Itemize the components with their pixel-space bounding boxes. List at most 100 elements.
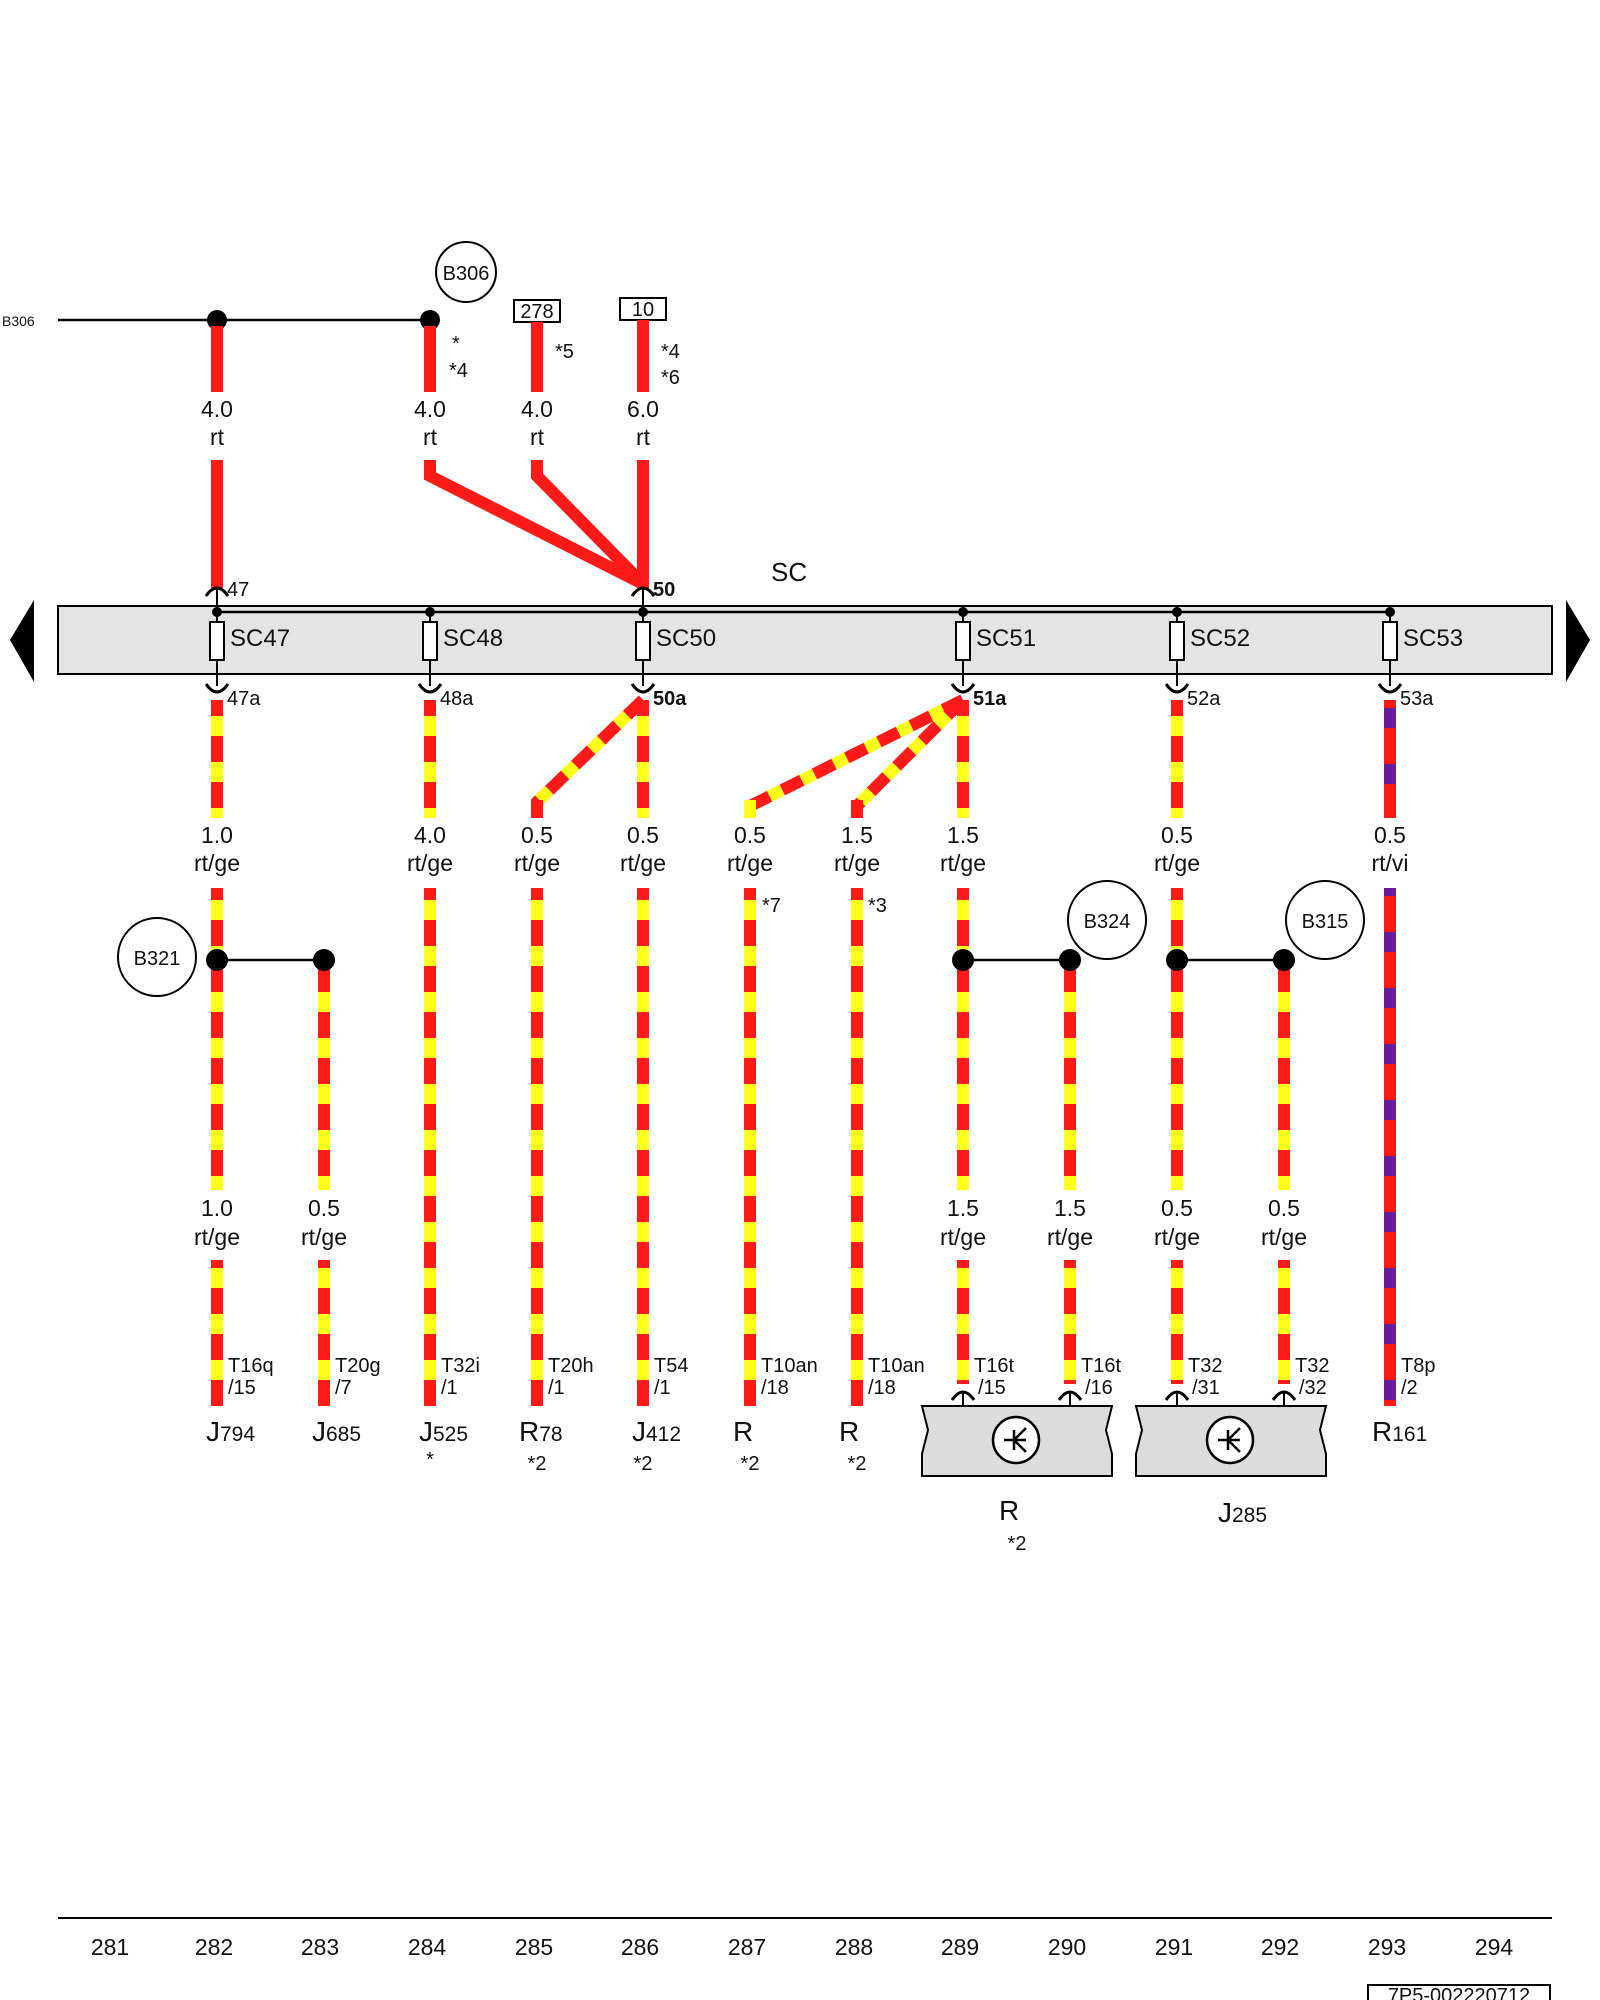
wire-color-label: rt/ge	[194, 1224, 240, 1250]
wire-segment	[424, 700, 436, 818]
connector-pin: /1	[548, 1377, 565, 1399]
wire-segment	[1171, 1260, 1183, 1384]
wire-size-label: 1.5	[1054, 1195, 1086, 1221]
connector-pin: /18	[868, 1377, 896, 1399]
wire-size-label: 4.0	[414, 396, 446, 422]
wire-size-label: 0.5	[1161, 1195, 1193, 1221]
wire-size-label: 1.5	[947, 1195, 979, 1221]
connector-pin: /32	[1299, 1377, 1327, 1399]
connector-pin: /18	[761, 1377, 789, 1399]
pin-label: 47	[227, 579, 249, 601]
component-number: 794	[220, 1423, 255, 1446]
wire-color-label: rt/ge	[727, 850, 773, 876]
component-note: *2	[634, 1453, 653, 1475]
wire-color-label: rt/ge	[301, 1224, 347, 1250]
scale-number: 293	[1368, 1934, 1406, 1960]
component-letter: J	[419, 1416, 433, 1447]
wire-size-label: 0.5	[308, 1195, 340, 1221]
fuse-icon	[635, 621, 651, 661]
component-r: R	[733, 1416, 753, 1447]
component-letter: R	[1372, 1416, 1392, 1447]
scale-number: 283	[301, 1934, 339, 1960]
junction-dot	[206, 949, 228, 971]
fuse-sc50: SC50	[635, 607, 716, 686]
wire-segment	[747, 694, 966, 812]
junction-dot	[212, 607, 222, 617]
fuse-sc53: SC53	[1382, 607, 1463, 686]
fuse-icon	[209, 621, 225, 661]
junction-dot	[425, 607, 435, 617]
wire-size-label: 0.5	[1268, 1195, 1300, 1221]
junction-dot	[958, 607, 968, 617]
scale-number: 289	[941, 1934, 979, 1960]
wire-segment	[851, 800, 863, 818]
top-feed-section: B306 B306 278 10 * *4 *5 *4 *6 4.0 rt 4.…	[2, 241, 680, 590]
bottom-pins: 47a 48a 50a 51a 52a 53a	[204, 683, 1434, 710]
component-note: *2	[741, 1453, 760, 1475]
wire-segment	[211, 1260, 223, 1406]
wire-note: *4	[661, 341, 680, 363]
fuse-sc47: SC47	[209, 607, 290, 686]
bus-label: SC	[771, 557, 807, 587]
wire-note: *6	[661, 367, 680, 389]
junction-dot	[1166, 949, 1188, 971]
scale-number: 286	[621, 1934, 659, 1960]
component-j525: J525	[419, 1416, 468, 1447]
component-r: R	[839, 1416, 859, 1447]
component-letter: R	[519, 1416, 539, 1447]
wire-segment	[1064, 1260, 1076, 1384]
pin-hook-icon	[630, 683, 656, 694]
splice-b324-circle	[1067, 880, 1147, 960]
pin-label: 51a	[973, 688, 1007, 710]
wire-size-label: 1.5	[841, 822, 873, 848]
fuse-icon	[422, 621, 438, 661]
wire-segment	[852, 695, 968, 811]
wire-segment	[957, 888, 969, 1190]
wire-segment	[1278, 1260, 1290, 1384]
wire-size-label: 4.0	[201, 396, 233, 422]
scale-number: 291	[1155, 1934, 1193, 1960]
continue-left-arrow-icon	[10, 600, 34, 682]
wire-size-label: 0.5	[627, 822, 659, 848]
fuse-label: SC50	[656, 625, 716, 652]
junction-dot	[952, 949, 974, 971]
pin-label: 50a	[653, 688, 687, 710]
connector-labels: T16q /15 T20g /7 T32i /1 T20h /1 T54 /1 …	[228, 1355, 1435, 1399]
wire-segment	[532, 695, 648, 807]
pin-hook-icon	[417, 683, 443, 694]
branch-wires-middle: *7 *3 B321 B324 B315	[117, 880, 1396, 1406]
fuse-bus: SC 47 50 SC47 SC48 SC50	[10, 557, 1590, 710]
wire-segment	[318, 960, 330, 1190]
pin-label: 53a	[1400, 688, 1434, 710]
wire-note: *	[452, 333, 460, 355]
junction-dot	[1385, 607, 1395, 617]
wire-color-label: rt/ge	[514, 850, 560, 876]
component-j412: J412	[632, 1416, 681, 1447]
wire-color-label: rt/ge	[1154, 850, 1200, 876]
wire-segment	[1384, 888, 1396, 1406]
wire-segment	[637, 700, 649, 818]
wire-size-label: 0.5	[734, 822, 766, 848]
connector-name: T32i	[441, 1355, 480, 1377]
pin-label: 52a	[1187, 688, 1221, 710]
fuse-icon	[955, 621, 971, 661]
pin-hook-icon	[1377, 683, 1403, 694]
wire-size-label: 0.5	[521, 822, 553, 848]
transistor-icon	[1004, 1427, 1027, 1453]
component-labels: J794 J685 J525 * R78 *2 J412 *2 R *2 R *…	[206, 1416, 1427, 1555]
component-number: 161	[1392, 1423, 1427, 1446]
b306-splice-label: B306	[443, 263, 490, 285]
fuse-sc48: SC48	[422, 607, 503, 686]
connector-name: T10an	[868, 1355, 925, 1377]
connector-name: T16q	[228, 1355, 274, 1377]
wire-color-label: rt/ge	[834, 850, 880, 876]
wire-segment	[851, 888, 863, 1406]
wire-segment	[1064, 960, 1076, 1190]
junction-dot	[1172, 607, 1182, 617]
junction-dot	[1059, 949, 1081, 971]
fuse-icon	[1169, 621, 1185, 661]
scale-number: 287	[728, 1934, 766, 1960]
connector-name: T32	[1295, 1355, 1329, 1377]
component-note: *2	[1008, 1533, 1027, 1555]
wire-segment	[637, 320, 649, 392]
